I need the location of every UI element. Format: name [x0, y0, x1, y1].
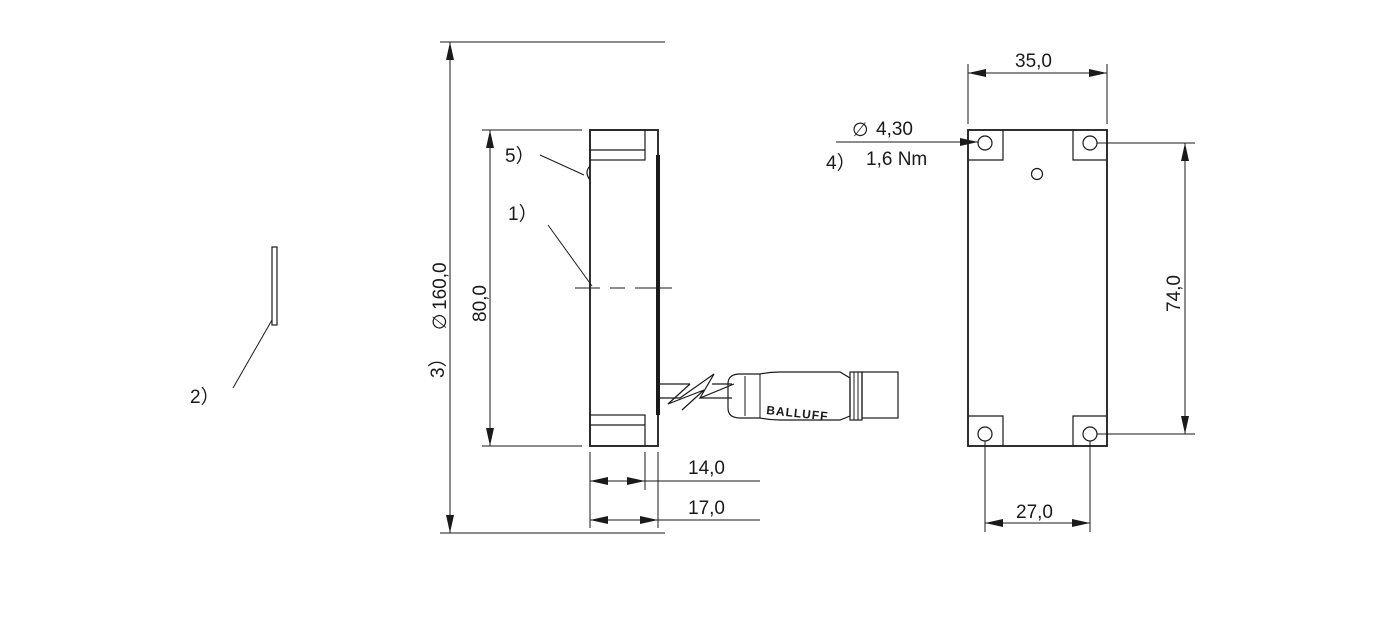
arrow-35-left	[968, 69, 986, 77]
arrow-80-top	[486, 130, 494, 148]
connector: BALLUFF	[727, 371, 899, 423]
corner-tab-br	[1072, 415, 1107, 446]
side-view: 5） 1） BALLUFF ∅ 160,0	[427, 41, 899, 534]
callout-5-label: 5）	[505, 145, 535, 167]
target-plate	[271, 246, 278, 326]
diameter-symbol-hole: ∅	[852, 120, 869, 141]
dim-label-35: 35,0	[1015, 51, 1052, 72]
mounting-hole-bl	[977, 426, 993, 442]
dim-label-14: 14,0	[688, 458, 725, 479]
mounting-hole-br	[1082, 426, 1098, 442]
corner-tab-tr	[1072, 130, 1107, 161]
callout-1-leader	[547, 224, 593, 287]
dim-label-160: 160,0	[430, 262, 451, 310]
led-front	[1030, 167, 1044, 181]
led-indicator	[586, 165, 591, 181]
dim-label-hole: 4,30	[876, 119, 913, 140]
arrow-160-bottom	[446, 515, 454, 533]
callout-5-leader	[539, 154, 585, 176]
mounting-tab-bottom	[589, 414, 646, 447]
connector-logo: BALLUFF	[766, 403, 829, 423]
arrow-14-left	[590, 477, 608, 485]
mounting-tab-top	[589, 129, 646, 161]
coupling-nut	[849, 371, 863, 421]
callout-3-label: 3）	[427, 348, 449, 378]
corner-tab-bl	[968, 415, 1004, 446]
callout-2-label: 2）	[190, 386, 220, 408]
torque-label: 1,6 Nm	[866, 149, 927, 170]
sensor-housing-front	[967, 129, 1108, 447]
cable-break-symbol	[667, 383, 705, 411]
arrow-74-top	[1181, 143, 1189, 161]
mounting-hole-tr	[1082, 135, 1098, 151]
target-part-view: 2）	[190, 246, 278, 408]
arrow-35-right	[1089, 69, 1107, 77]
arrow-27-right	[1072, 519, 1090, 527]
cable-break-symbol-2	[679, 373, 735, 400]
arrow-80-bottom	[486, 428, 494, 446]
dim-label-17: 17,0	[688, 498, 725, 519]
active-face	[656, 155, 660, 415]
callout-1-label: 1）	[508, 203, 538, 225]
arrow-17-right	[640, 516, 658, 524]
callout-4-label: 4）	[826, 152, 856, 174]
arrow-hole	[960, 138, 978, 146]
dim-label-80: 80,0	[470, 285, 491, 322]
mounting-hole-tl	[977, 135, 993, 151]
connector-plug	[861, 371, 899, 419]
arrow-160-top	[446, 42, 454, 60]
dim-label-27: 27,0	[1016, 502, 1053, 523]
front-view: 35,0 ∅ 4,30 4） 1,6 Nm 74,0 27,0	[826, 51, 1195, 532]
arrow-74-bottom	[1181, 416, 1189, 434]
dim-label-74: 74,0	[1164, 275, 1185, 312]
callout-2-leader	[232, 319, 273, 389]
diameter-symbol-160: ∅	[430, 313, 451, 330]
corner-tab-tl	[968, 130, 1004, 161]
arrow-14-right	[627, 477, 645, 485]
arrow-27-left	[985, 519, 1003, 527]
arrow-17-left	[590, 516, 608, 524]
